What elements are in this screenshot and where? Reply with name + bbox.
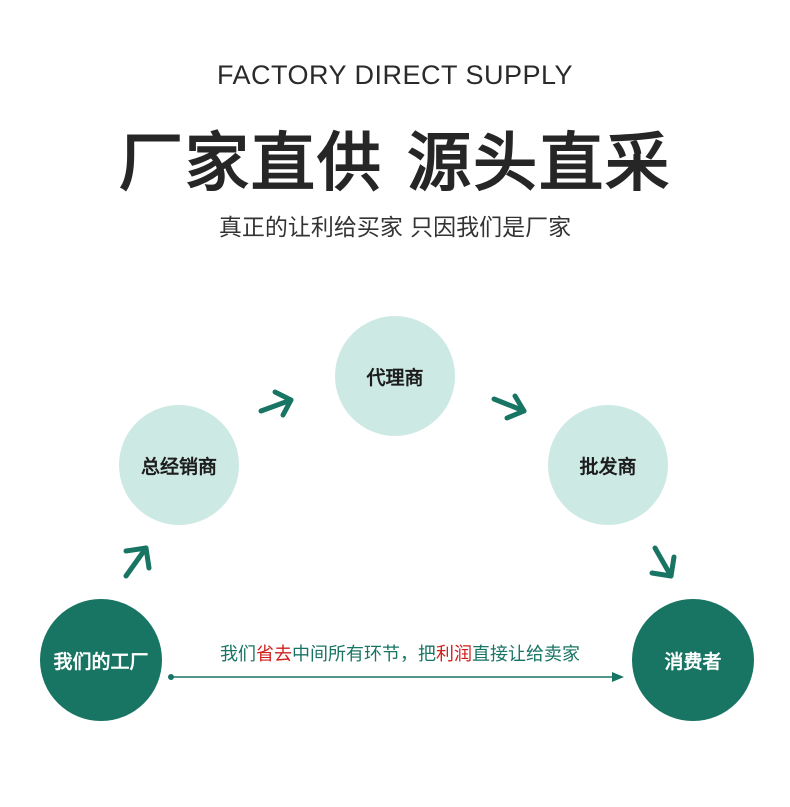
node-wholesaler-label: 批发商	[579, 455, 637, 478]
subtitle-english: FACTORY DIRECT SUPPLY	[216, 60, 574, 90]
node-general-distributor-label: 总经销商	[140, 455, 217, 478]
arrow-down-right	[649, 545, 677, 579]
node-consumer: 消费者	[632, 599, 754, 721]
node-agent: 代理商	[335, 316, 455, 436]
node-factory-label: 我们的工厂	[53, 650, 149, 673]
node-factory: 我们的工厂	[40, 599, 162, 721]
node-general-distributor: 总经销商	[119, 405, 239, 525]
direct-line-text-highlight-1: 省去	[256, 644, 292, 665]
direct-line-text-part3: 中间所有环节，把	[292, 644, 436, 665]
tagline: 真正的让利给买家 只因我们是厂家	[218, 215, 572, 241]
node-consumer-label: 消费者	[664, 650, 722, 673]
arrow-up-left	[123, 545, 152, 579]
arrow-to-wholesaler	[491, 393, 527, 421]
node-wholesaler: 批发商	[548, 405, 668, 525]
arrow-to-agent	[258, 389, 294, 418]
direct-line-arrow	[168, 672, 624, 682]
direct-line-text-part1: 我们	[220, 644, 256, 665]
direct-line-text: 我们省去中间所有环节，把利润直接让给卖家	[180, 640, 620, 666]
direct-line-text-highlight-2: 利润	[436, 644, 472, 665]
direct-line-text-part5: 直接让给卖家	[472, 644, 580, 665]
headline: 厂家直供 源头直采	[118, 127, 672, 201]
node-agent-label: 代理商	[366, 366, 424, 389]
